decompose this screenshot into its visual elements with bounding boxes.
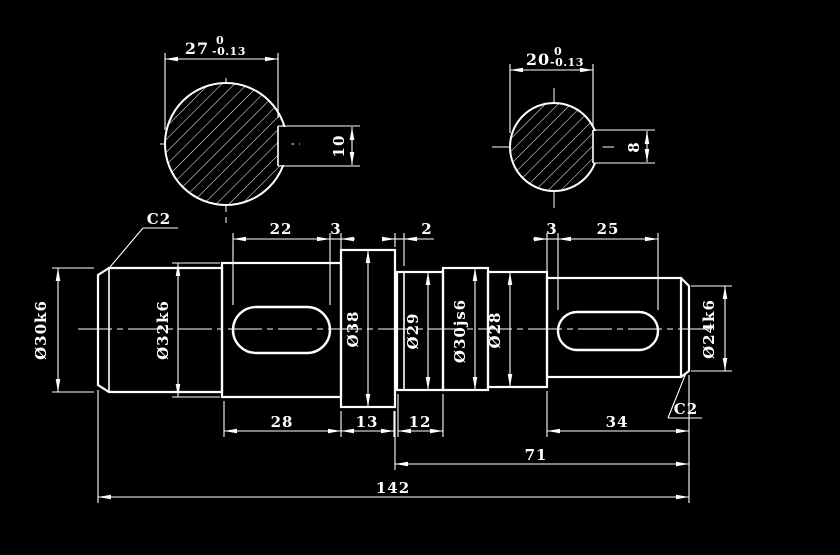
diameter-label-d32k6: Ø32k6 (154, 300, 172, 360)
chamfer-label-right: C2 (674, 400, 698, 418)
dim-label-2: 2 (421, 220, 432, 238)
top-dims: 22 3 2 3 25 (232, 220, 659, 310)
dim-label-71: 71 (525, 446, 548, 464)
dim-label: 8 (625, 141, 643, 152)
bottom-dims: 28 13 12 34 71 142 (97, 375, 690, 503)
section-d32k6 (220, 261, 343, 399)
diameter-label-d24k6: Ø24k6 (700, 299, 718, 359)
hatched-section-circle (509, 102, 599, 192)
keyway-notch-cutout (593, 131, 603, 163)
dim-label-12: 12 (409, 413, 432, 431)
dim-section-width: 20 0 -0.13 (509, 45, 594, 133)
section-d24k6 (545, 276, 683, 379)
dim-label-13: 13 (356, 413, 379, 431)
dim-label-3-left: 3 (330, 220, 341, 238)
chamfer-callout-right: C2 (667, 372, 702, 419)
hatched-section-circle (164, 82, 288, 206)
keyway-notch-cutout (278, 127, 292, 165)
dim-key-width: 10 (330, 127, 355, 165)
tolerance-upper: 0 (216, 34, 224, 47)
diameter-label-d38: Ø38 (344, 311, 362, 348)
dim-section-width: 27 0 -0.13 (164, 34, 279, 130)
dim-key-width: 8 (625, 131, 650, 162)
tolerance-lower: -0.13 (212, 45, 246, 58)
diameter-label-d30js6: Ø30js6 (451, 299, 469, 363)
chamfered-end-right (680, 277, 691, 378)
dim-label: 20 (526, 50, 550, 69)
diameter-label-d28: Ø28 (486, 312, 504, 349)
shaft-main-view: Ø30k6 Ø32k6 Ø38 Ø29 Ø30js6 Ø28 Ø24k6 (32, 210, 732, 503)
chamfer-callout-left: C2 (109, 210, 178, 268)
dim-label: 27 (185, 39, 209, 58)
keyway-slot-right (556, 310, 660, 352)
dim-label-142: 142 (376, 479, 410, 497)
diameter-dims: Ø30k6 Ø32k6 Ø38 Ø29 Ø30js6 Ø28 Ø24k6 (32, 250, 732, 407)
dim-label-34: 34 (606, 413, 629, 431)
dim-label-3-right: 3 (546, 220, 557, 238)
dim-label-25: 25 (597, 220, 620, 238)
chamfer-label-left: C2 (147, 210, 171, 228)
diameter-label-d30k6: Ø30k6 (32, 300, 50, 360)
cross-section-right: 20 0 -0.13 8 (492, 45, 655, 208)
dim-label-28: 28 (271, 413, 294, 431)
dim-label: 10 (330, 135, 348, 158)
dim-label-22: 22 (270, 220, 293, 238)
cross-section-left: 27 0 -0.13 10 (160, 34, 360, 224)
keyway-slot-left (231, 305, 332, 355)
tolerance-lower: -0.13 (550, 56, 584, 69)
tolerance-upper: 0 (554, 45, 562, 58)
diameter-label-d29: Ø29 (404, 313, 422, 350)
